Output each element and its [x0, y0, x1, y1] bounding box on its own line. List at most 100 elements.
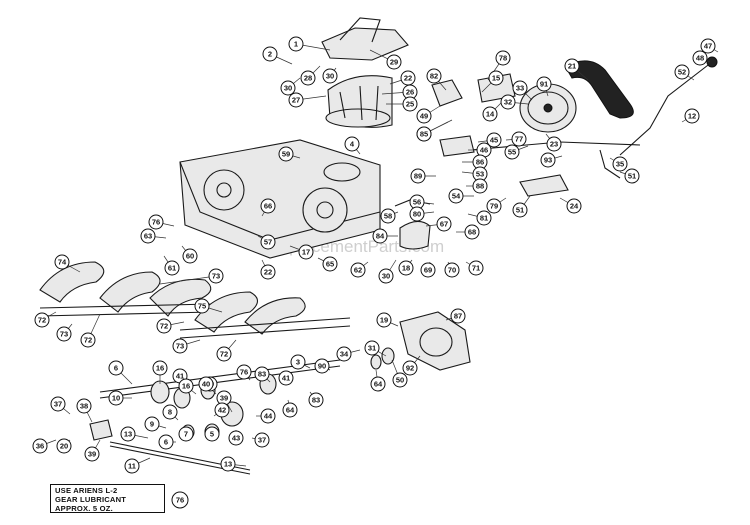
part-callout: 7 — [178, 426, 194, 442]
part-callout: 20 — [56, 438, 72, 454]
part-callout: 30 — [378, 268, 394, 284]
callout-number: 85 — [420, 130, 428, 139]
part-callout: 6 — [108, 360, 124, 376]
callout-number: 16 — [182, 382, 190, 391]
callout-number: 13 — [224, 460, 232, 469]
callout-number: 92 — [406, 364, 414, 373]
callout-circle — [364, 340, 380, 356]
callout-circle — [208, 268, 224, 284]
callout-circle — [278, 146, 294, 162]
callout-number: 37 — [258, 436, 266, 445]
part-callout: 70 — [444, 262, 460, 278]
callout-number: 71 — [472, 264, 480, 273]
callout-circle — [56, 326, 72, 342]
callout-circle — [684, 108, 700, 124]
callout-number: 68 — [468, 228, 476, 237]
callout-circle — [448, 188, 464, 204]
callout-number: 33 — [516, 84, 524, 93]
part-callout: 84 — [372, 228, 388, 244]
callout-circle — [84, 446, 100, 462]
part-callout: 1 — [288, 36, 304, 52]
callout-number: 51 — [628, 172, 636, 181]
callout-circle — [282, 402, 298, 418]
callout-number: 24 — [570, 202, 579, 211]
callout-circle — [156, 318, 172, 334]
callout-circle — [468, 260, 484, 276]
callout-circle — [482, 106, 498, 122]
callout-number: 93 — [544, 156, 552, 165]
chute-assembly — [321, 17, 409, 128]
callout-number: 4 — [350, 140, 355, 149]
part-callout: 40 — [198, 376, 214, 392]
callout-number: 74 — [58, 258, 67, 267]
part-callout: 62 — [350, 262, 366, 278]
callout-circle — [314, 358, 330, 374]
callout-circle — [624, 168, 640, 184]
part-callout: 58 — [380, 208, 396, 224]
control-linkage — [469, 56, 718, 197]
part-callout: 28 — [300, 70, 316, 86]
part-callout: 17 — [298, 244, 314, 260]
part-callout: 30 — [280, 80, 296, 96]
callout-circle — [495, 50, 511, 66]
part-callout: 23 — [546, 136, 562, 152]
part-callout: 37 — [254, 432, 270, 448]
part-callout: 85 — [416, 126, 432, 142]
callout-circle — [444, 262, 460, 278]
callout-number: 89 — [414, 172, 422, 181]
callout-number: 25 — [406, 100, 414, 109]
callout-number: 88 — [476, 182, 484, 191]
part-callout: 74 — [54, 254, 70, 270]
part-callout: 50 — [392, 372, 408, 388]
belt-cover — [394, 73, 516, 250]
callout-circle — [500, 94, 516, 110]
callout-circle — [298, 244, 314, 260]
part-callout: 72 — [80, 332, 96, 348]
callout-number: 72 — [160, 322, 168, 331]
part-callout: 9 — [144, 416, 160, 432]
callout-circle — [288, 92, 304, 108]
part-callout: 72 — [156, 318, 172, 334]
callout-circle — [540, 152, 556, 168]
callout-circle — [260, 234, 276, 250]
part-callout: 14 — [482, 106, 498, 122]
part-callout: 27 — [288, 92, 304, 108]
callout-circle — [124, 458, 140, 474]
part-callout: 13 — [220, 456, 236, 472]
part-callout: 47 — [700, 38, 716, 54]
callout-circle — [140, 228, 156, 244]
callout-number: 73 — [60, 330, 68, 339]
callout-number: 82 — [430, 72, 438, 81]
callout-number: 64 — [286, 406, 295, 415]
callout-circle — [472, 178, 488, 194]
callout-number: 41 — [176, 372, 184, 381]
callout-circle — [322, 68, 338, 84]
callout-number: 6 — [114, 364, 118, 373]
callout-number: 84 — [376, 232, 385, 241]
shaft-assembly — [89, 359, 341, 475]
part-callout: 92 — [402, 360, 418, 376]
part-callout: 24 — [566, 198, 582, 214]
callout-number: 22 — [404, 74, 412, 83]
callout-circle — [416, 126, 432, 142]
callout-circle — [50, 396, 66, 412]
callout-number: 55 — [508, 148, 516, 157]
part-callout: 31 — [364, 340, 380, 356]
callout-circle — [278, 370, 294, 386]
part-callout: 78 — [495, 50, 511, 66]
part-callout: 76 — [148, 214, 164, 230]
part-callout: 21 — [564, 58, 580, 74]
callout-circle — [486, 132, 502, 148]
callout-number: 72 — [38, 316, 46, 325]
callout-number: 48 — [696, 54, 704, 63]
part-callout: 29 — [386, 54, 402, 70]
part-callout: 69 — [420, 262, 436, 278]
callout-circle — [162, 404, 178, 420]
callout-circle — [546, 136, 562, 152]
callout-number: 72 — [220, 350, 228, 359]
part-callout: 75 — [194, 298, 210, 314]
callout-number: 41 — [282, 374, 290, 383]
part-callout: 73 — [172, 338, 188, 354]
callout-number: 66 — [264, 202, 272, 211]
callout-number: 34 — [340, 350, 349, 359]
